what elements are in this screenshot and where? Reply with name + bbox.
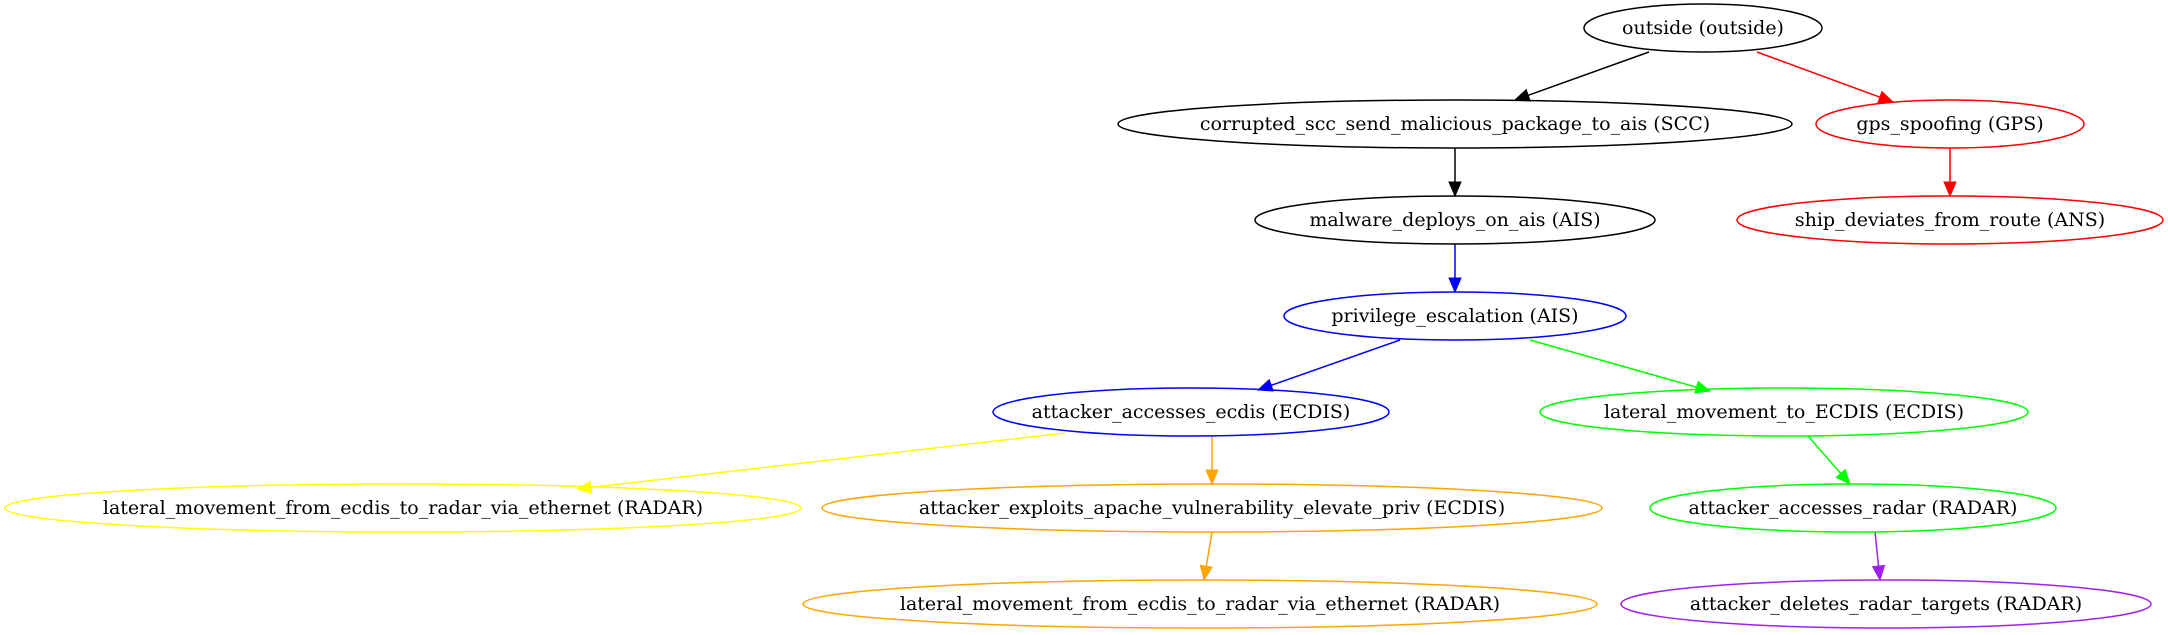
arrowhead-icon	[1205, 469, 1219, 486]
node-label: attacker_accesses_ecdis (ECDIS)	[1032, 401, 1351, 423]
edge-line	[1205, 531, 1213, 567]
node-latradar-o: lateral_movement_from_ecdis_to_radar_via…	[802, 579, 1598, 629]
edge-priv-to-ecdis	[1256, 339, 1401, 392]
edge-scc-to-malware	[1448, 148, 1462, 198]
node-label: lateral_movement_from_ecdis_to_radar_via…	[900, 593, 1500, 615]
node-label: lateral_movement_to_ECDIS (ECDIS)	[1604, 401, 1964, 423]
node-ellipse	[1815, 99, 2085, 149]
node-ecdis: attacker_accesses_ecdis (ECDIS)	[992, 387, 1390, 437]
edge-outside-to-scc	[1513, 51, 1650, 102]
node-ellipse	[1620, 579, 2152, 629]
node-ellipse	[1254, 195, 1656, 245]
node-label: malware_deploys_on_ais (AIS)	[1309, 209, 1600, 231]
node-malware: malware_deploys_on_ais (AIS)	[1254, 195, 1656, 245]
node-outside: outside (outside)	[1583, 3, 1823, 53]
node-label: outside (outside)	[1622, 17, 1784, 39]
node-ellipse	[1283, 291, 1627, 341]
node-apache: attacker_exploits_apache_vulnerability_e…	[821, 483, 1603, 533]
arrowhead-icon	[1448, 277, 1462, 294]
edge-gps-to-ship	[1943, 148, 1957, 198]
arrowhead-icon	[1256, 378, 1274, 392]
node-ellipse	[802, 579, 1598, 629]
node-radar: attacker_accesses_radar (RADAR)	[1649, 483, 2057, 533]
edge-line	[1270, 339, 1401, 387]
node-ellipse	[992, 387, 1390, 437]
node-ellipse	[1583, 3, 1823, 53]
node-ship: ship_deviates_from_route (ANS)	[1736, 195, 2164, 245]
node-ellipse	[4, 483, 802, 533]
edge-line	[1527, 51, 1650, 96]
node-delete: attacker_deletes_radar_targets (RADAR)	[1620, 579, 2152, 629]
node-scc: corrupted_scc_send_malicious_package_to_…	[1117, 99, 1793, 149]
arrowhead-icon	[1513, 88, 1531, 102]
edge-apache-to-latradar-o	[1199, 531, 1214, 582]
node-label: attacker_deletes_radar_targets (RADAR)	[1690, 593, 2082, 615]
arrowhead-icon	[1877, 90, 1895, 104]
node-ellipse	[821, 483, 1603, 533]
edge-line	[1756, 51, 1881, 98]
node-label: ship_deviates_from_route (ANS)	[1795, 209, 2105, 231]
arrowhead-icon	[1199, 564, 1214, 582]
node-gps: gps_spoofing (GPS)	[1815, 99, 2085, 149]
arrowhead-icon	[1694, 380, 1712, 394]
edge-line	[590, 432, 1066, 489]
node-label: privilege_escalation (AIS)	[1331, 305, 1578, 327]
node-latradar-y: lateral_movement_from_ecdis_to_radar_via…	[4, 483, 802, 533]
node-ellipse	[1539, 387, 2029, 437]
edge-outside-to-gps	[1756, 51, 1895, 104]
node-ellipse	[1117, 99, 1793, 149]
node-label: attacker_accesses_radar (RADAR)	[1689, 497, 2018, 519]
edges-layer	[575, 51, 1957, 582]
node-label: attacker_exploits_apache_vulnerability_e…	[919, 497, 1505, 519]
edge-line	[1874, 531, 1880, 567]
node-latecdis: lateral_movement_to_ECDIS (ECDIS)	[1539, 387, 2029, 437]
arrowhead-icon	[1871, 564, 1886, 582]
edge-line	[1807, 435, 1842, 474]
node-ellipse	[1649, 483, 2057, 533]
node-label: gps_spoofing (GPS)	[1856, 113, 2043, 135]
edge-line	[1529, 339, 1697, 388]
edge-priv-to-latecdis	[1529, 339, 1712, 394]
arrowhead-icon	[1943, 181, 1957, 198]
node-priv: privilege_escalation (AIS)	[1283, 291, 1627, 341]
node-label: corrupted_scc_send_malicious_package_to_…	[1200, 113, 1710, 135]
arrowhead-icon	[1448, 181, 1462, 198]
edge-malware-to-priv	[1448, 244, 1462, 294]
arrowhead-icon	[1835, 468, 1851, 485]
edge-latecdis-to-radar	[1807, 435, 1851, 485]
edge-radar-to-delete	[1871, 531, 1886, 582]
node-ellipse	[1736, 195, 2164, 245]
edge-ecdis-to-apache	[1205, 436, 1219, 486]
nodes-layer: outside (outside) corrupted_scc_send_mali…	[4, 3, 2164, 629]
node-label: lateral_movement_from_ecdis_to_radar_via…	[103, 497, 703, 519]
edge-ecdis-to-latradar-y	[575, 432, 1066, 495]
